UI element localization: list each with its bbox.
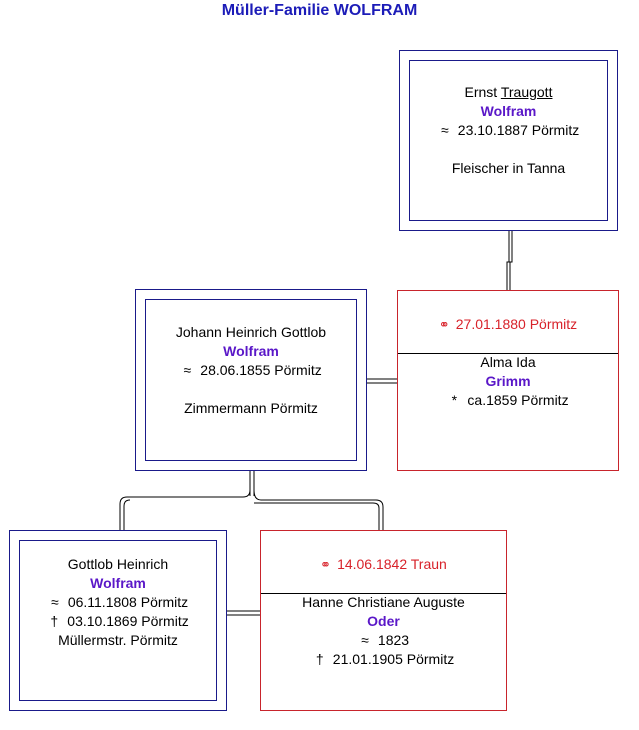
person-card-gottlob[interactable]: Gottlob Heinrich Wolfram ≈06.11.1808 Pör…: [9, 530, 227, 711]
person-card-ernst[interactable]: Ernst Traugott Wolfram ≈23.10.1887 Pörmi…: [399, 50, 618, 231]
call-name: Traugott: [500, 84, 553, 100]
given-name: Johann Heinrich Gottlob: [175, 324, 327, 340]
death-line: † 03.10.1869 Pörmitz: [20, 612, 216, 631]
spouse-details: Alma Ida Grimm * ca.1859 Pörmitz: [398, 353, 618, 410]
surname: Oder: [367, 613, 400, 629]
death-line: † 21.01.1905 Pörmitz: [261, 650, 506, 669]
baptism-icon: ≈: [440, 122, 449, 138]
baptism-text: 1823: [377, 632, 410, 648]
given-name-line: Ernst Traugott: [410, 83, 607, 102]
baptism-icon: ≈: [50, 594, 59, 610]
spouse-card-alma[interactable]: ⚭ 27.01.1880 Pörmitz Alma Ida Grimm * ca.1…: [397, 290, 619, 471]
spouse-card-hanne[interactable]: ⚭ 14.06.1842 Traun Hanne Christiane Augus…: [260, 530, 507, 711]
given-name: Ernst: [464, 84, 498, 100]
surname: Wolfram: [223, 343, 279, 359]
person-card-inner: Gottlob Heinrich Wolfram ≈06.11.1808 Pör…: [19, 540, 217, 701]
surname: Wolfram: [480, 103, 537, 119]
given-name: Hanne Christiane Auguste: [302, 594, 465, 610]
baptism-line: ≈06.11.1808 Pörmitz: [20, 593, 216, 612]
death-icon: †: [50, 613, 59, 629]
occupation: Müllermstr. Pörmitz: [58, 632, 178, 648]
death-text: 03.10.1869 Pörmitz: [67, 613, 189, 629]
divider: [398, 353, 618, 354]
occupation: Fleischer in Tanna: [451, 160, 566, 176]
marriage-date: 14.06.1842 Traun: [337, 556, 447, 572]
death-icon: †: [315, 651, 324, 667]
birth-icon: *: [451, 392, 458, 408]
marriage-rings-icon: ⚭: [438, 317, 450, 332]
given-name: Alma Ida: [480, 354, 536, 370]
marriage-date: 27.01.1880 Pörmitz: [455, 316, 578, 332]
person-card-inner: Ernst Traugott Wolfram ≈23.10.1887 Pörmi…: [409, 60, 608, 221]
baptism-text: 28.06.1855 Pörmitz: [200, 362, 322, 378]
baptism-line: ≈23.10.1887 Pörmitz: [410, 121, 607, 140]
occupation: Zimmermann Pörmitz: [184, 400, 318, 416]
birth-text: ca.1859 Pörmitz: [467, 392, 569, 408]
marriage-line: ⚭ 14.06.1842 Traun: [261, 555, 506, 574]
spouse-details: Hanne Christiane Auguste Oder ≈1823 † 21.…: [261, 593, 506, 669]
baptism-text: 23.10.1887 Pörmitz: [457, 122, 580, 138]
baptism-text: 06.11.1808 Pörmitz: [67, 594, 189, 610]
given-name: Gottlob Heinrich: [67, 556, 169, 572]
divider: [261, 593, 506, 594]
death-text: 21.01.1905 Pörmitz: [332, 651, 455, 667]
baptism-line: ≈28.06.1855 Pörmitz: [146, 361, 356, 380]
person-card-inner: Johann Heinrich Gottlob Wolfram ≈28.06.1…: [145, 299, 357, 461]
baptism-icon: ≈: [183, 362, 192, 378]
chart-title: Müller-Familie WOLFRAM: [221, 2, 418, 19]
marriage-rings-icon: ⚭: [320, 557, 332, 572]
birth-line: * ca.1859 Pörmitz: [398, 391, 618, 410]
surname: Grimm: [485, 373, 531, 389]
person-card-johann[interactable]: Johann Heinrich Gottlob Wolfram ≈28.06.1…: [135, 289, 367, 471]
marriage-line: ⚭ 27.01.1880 Pörmitz: [398, 315, 618, 334]
baptism-icon: ≈: [361, 632, 369, 648]
surname: Wolfram: [90, 575, 146, 591]
baptism-line: ≈1823: [261, 631, 506, 650]
